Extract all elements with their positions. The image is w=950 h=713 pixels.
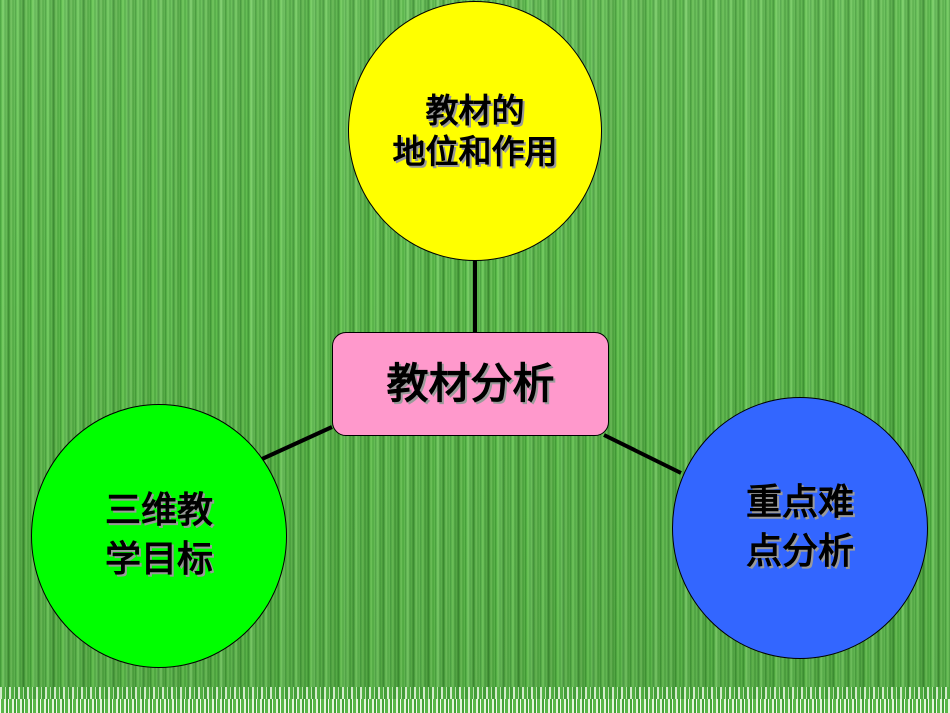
connector-left [261,425,333,461]
node-teaching-objectives-line-1: 三维教 [104,490,213,532]
connector-right [603,433,682,475]
node-key-difficulties-label: 重点难 点分析 [746,479,854,576]
node-key-difficulties-line-1: 重点难 [745,482,854,524]
center-node-label: 教材分析 [386,358,555,408]
node-teaching-objectives-label: 三维教 学目标 [105,487,213,584]
node-position-and-role-label: 教材的 地位和作用 [393,90,558,173]
node-position-and-role-line-2: 地位和作用 [392,132,558,171]
node-key-difficulties-line-2: 点分析 [745,531,854,572]
node-teaching-objectives: 三维教 学目标 [31,404,287,668]
node-position-and-role-line-1: 教材的 [425,90,525,130]
node-position-and-role: 教材的 地位和作用 [348,1,602,261]
center-node: 教材分析 [332,332,609,436]
node-teaching-objectives-line-2: 学目标 [104,539,213,580]
node-key-difficulties: 重点难 点分析 [672,397,928,659]
